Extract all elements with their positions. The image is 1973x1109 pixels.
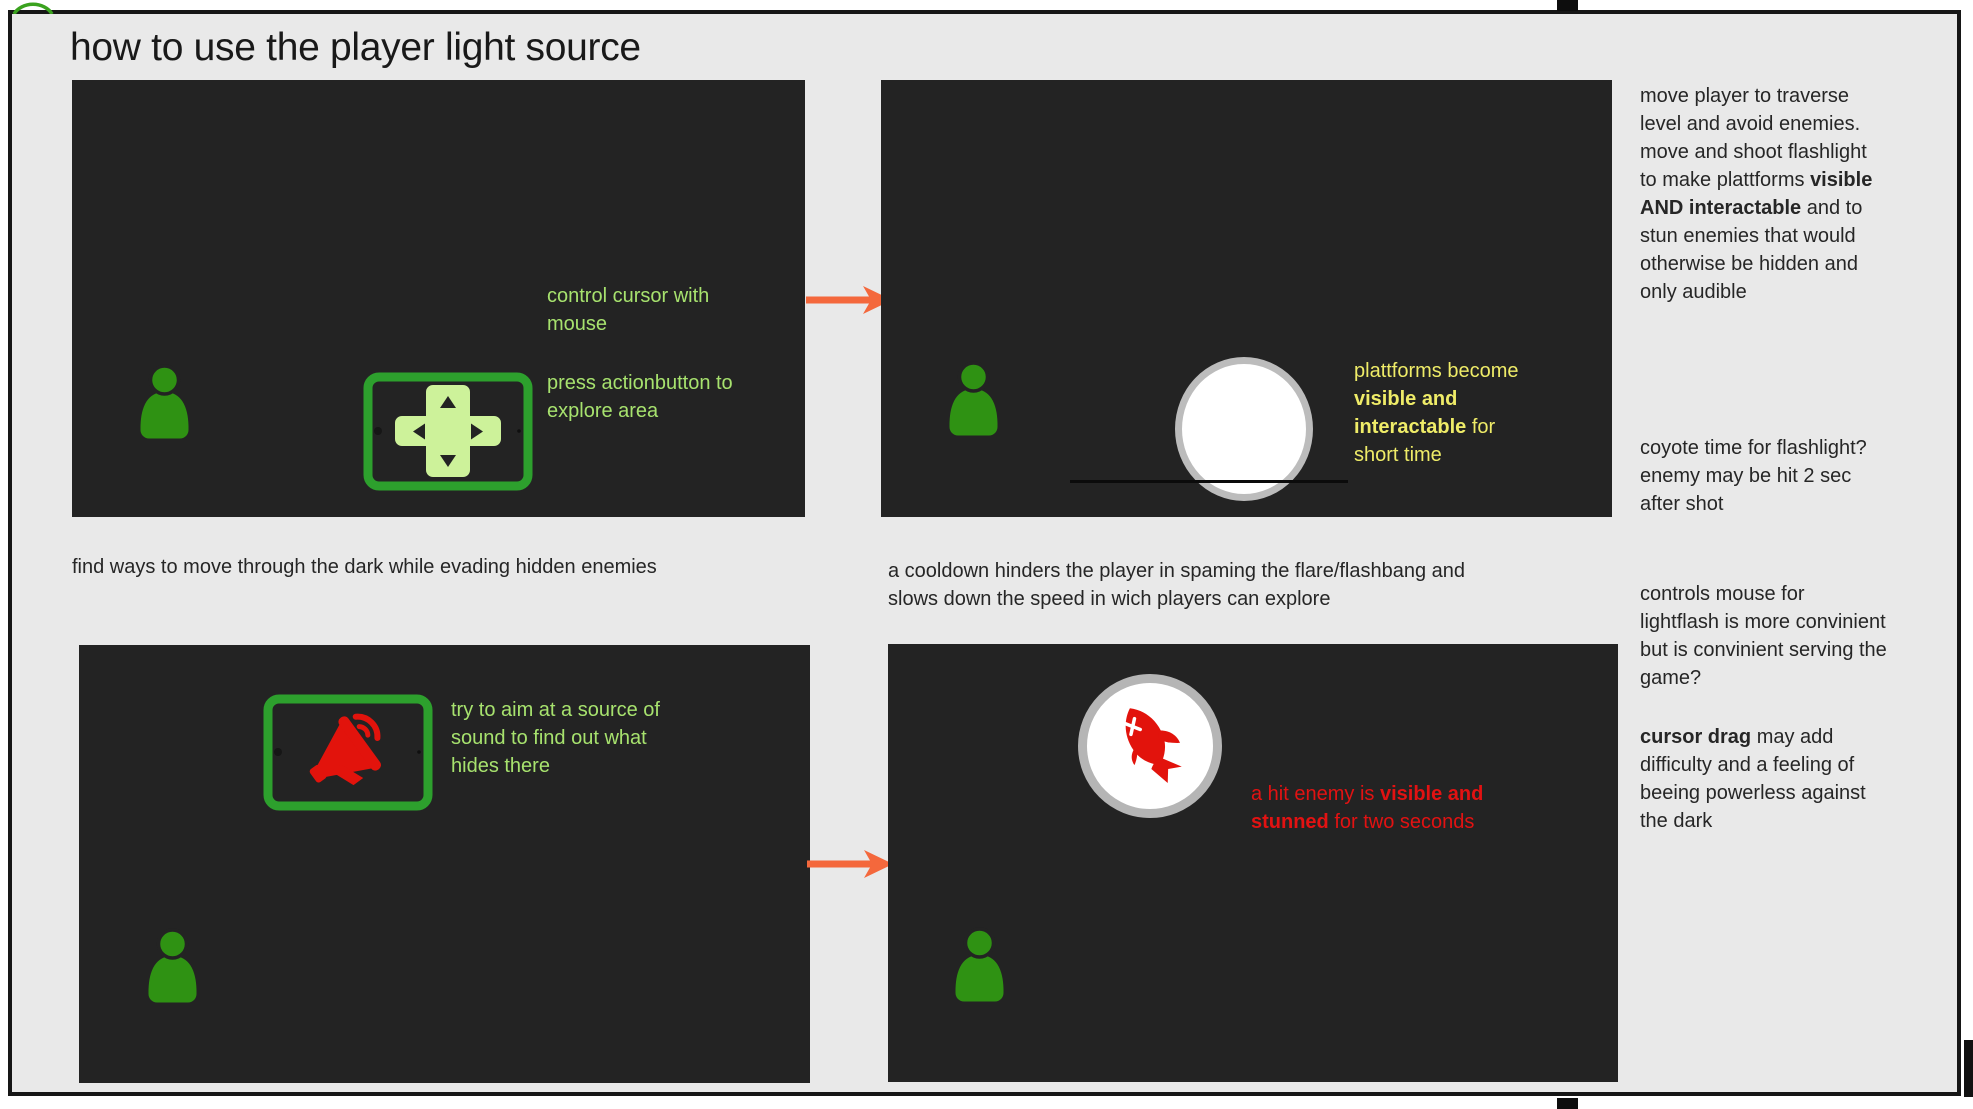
canvas-edge-mark-bottom	[1557, 1098, 1578, 1109]
panel-flashlight-scene[interactable]: plattforms become visible and interactab…	[881, 80, 1612, 517]
stun-light-circle[interactable]	[1078, 674, 1222, 818]
vertical-scrollbar-thumb[interactable]	[1964, 1040, 1973, 1097]
panel-stunned-enemy-scene[interactable]: a hit enemy is visible and stunned for t…	[888, 644, 1618, 1082]
flashlight-beam-circle[interactable]	[1175, 357, 1313, 501]
note-control-cursor[interactable]: control cursor with mouse	[547, 285, 710, 335]
player-icon[interactable]	[144, 928, 201, 1003]
note-hit-enemy[interactable]: a hit enemy is visible and stunned for t…	[1251, 783, 1484, 833]
megaphone-tablet-icon[interactable]	[263, 694, 433, 811]
player-icon[interactable]	[945, 361, 1002, 436]
note-coyote-time[interactable]: coyote time for flashlight? enemy may be…	[1640, 437, 1867, 515]
note-press-actionbutton[interactable]: press actionbutton to explore area	[547, 372, 733, 422]
note-cursor-drag[interactable]: cursor drag may add difficulty and a fee…	[1640, 726, 1866, 832]
note-move-player[interactable]: move player to traverse level and avoid …	[1640, 85, 1873, 303]
player-icon[interactable]	[951, 927, 1008, 1002]
player-icon[interactable]	[136, 364, 193, 439]
caption-find-ways[interactable]: find ways to move through the dark while…	[72, 556, 657, 578]
platform-line[interactable]	[1070, 480, 1348, 483]
right-arrow[interactable]	[807, 849, 893, 879]
clipped-green-arc-shape[interactable]	[10, 0, 56, 14]
panel-controls-scene[interactable]: control cursor with mouse press actionbu…	[72, 80, 805, 517]
caption-cooldown[interactable]: a cooldown hinders the player in spaming…	[888, 560, 1466, 610]
canvas-edge-mark-top	[1557, 0, 1578, 11]
right-arrow[interactable]	[806, 285, 892, 315]
note-platforms-visible[interactable]: plattforms become visible and interactab…	[1354, 360, 1519, 466]
dpad-tablet-icon[interactable]	[363, 372, 533, 491]
note-aim-at-sound[interactable]: try to aim at a source of sound to find …	[451, 699, 660, 777]
stunned-fish-icon	[1123, 708, 1182, 784]
page-title[interactable]: how to use the player light source	[70, 26, 641, 69]
panel-sound-scene[interactable]: try to aim at a source of sound to find …	[79, 645, 810, 1083]
note-controls-mouse[interactable]: controls mouse for lightflash is more co…	[1640, 583, 1887, 689]
